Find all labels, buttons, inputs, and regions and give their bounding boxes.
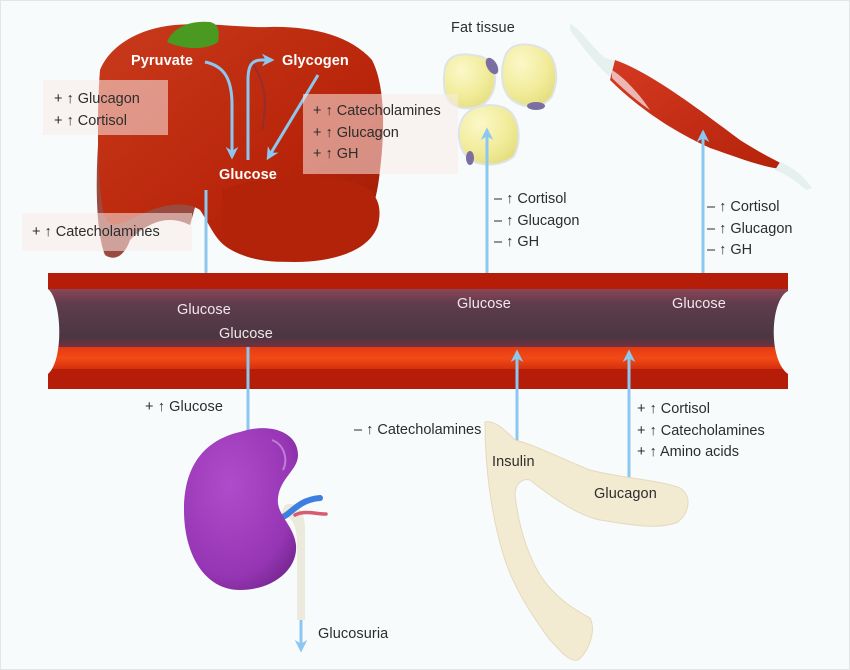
regulator-item: + ↑ Cortisol [637,401,710,417]
vessel-glucose-label-liver: Glucose [177,302,231,318]
glucose-to-glycogen-arrow [246,53,275,160]
blood-vessel-illustration [48,273,788,480]
muscle-illustration [570,24,812,296]
regulator-item: + ↑ Amino acids [637,444,739,460]
glycogen-to-glucose-arrow [266,74,320,161]
kidney-illustration [184,428,328,653]
vessel-glucose-label-fat: Glucose [457,296,511,312]
regulator-item: + ↑ Glucagon [313,124,399,141]
regulator-item: + ↑ Catecholamines [637,422,765,439]
vessel-bottom-wall [48,369,788,389]
glucagon-label: Glucagon [594,486,657,502]
regulator-item: – ↑ GH [494,234,540,250]
insulin-regulators: – ↑ Catecholamines [354,420,481,442]
ureter [280,504,306,620]
liver-right-regulator-box [303,94,458,174]
gallbladder [167,21,219,49]
regulator-item: + ↑ Catecholamines [313,103,441,119]
fat-cell [501,43,558,108]
liver-bottom-regulator-box [22,213,192,251]
pyruvate-to-glucose-arrow [204,60,239,160]
regulator-item: + ↑ Cortisol [54,112,127,129]
regulator-item: – ↑ Cortisol [494,191,567,207]
regulator-item: + ↑ Catecholamines [32,224,160,240]
kidney [184,428,298,590]
regulator-item: – ↑ Glucagon [494,212,580,229]
fat-tissue-illustration [443,43,558,296]
muscle-tendon-top [570,24,620,78]
muscle-tendon-bottom [775,162,812,190]
fat-cell-nucleus [485,57,499,75]
regulator-item: – ↑ Glucagon [707,220,793,237]
liver-glucose-label: Glucose [219,167,277,183]
liver-left-regulators: + ↑ Glucagon + ↑ Cortisol [54,89,140,132]
insulin-label: Insulin [492,454,535,470]
liver-right-regulators: + ↑ Catecholamines + ↑ Glucagon + ↑ GH [313,101,441,166]
fat-tissue-regulators: – ↑ Cortisol – ↑ Glucagon – ↑ GH [494,189,579,254]
regulator-item: + ↑ Glucagon [54,91,140,107]
liver-bottom-regulators: + ↑ Catecholamines [32,222,160,244]
muscle-regulators: – ↑ Cortisol – ↑ Glucagon – ↑ GH [707,197,792,262]
regulator-item: – ↑ Cortisol [707,199,780,215]
regulator-item: + ↑ GH [313,146,359,162]
liver-right-lobe [222,178,380,262]
muscle-belly [610,60,790,169]
kidney-highlight [271,439,287,471]
regulator-item: – ↑ GH [707,242,753,258]
glucosuria-label: Glucosuria [318,626,389,642]
vessel-top-wall [48,273,788,289]
vessel-left-opening [48,289,60,374]
kidney-input-label: + ↑ Glucose [145,399,224,415]
fat-tissue-title: Fat tissue [451,20,515,36]
vessel-glucose-label-muscle: Glucose [672,296,726,312]
liver-left-regulator-box [43,80,168,135]
liver-fissure [249,59,266,131]
vessel-lower-wall [48,347,788,369]
vessel-lumen [48,289,788,349]
pancreas [484,421,689,661]
regulator-item: – ↑ Catecholamines [354,422,482,438]
fat-cell-nucleus [527,102,545,110]
pancreas-illustration [484,421,689,661]
fat-cell-nucleus [466,151,474,165]
vessel-right-opening [773,291,788,374]
renal-artery [293,510,328,517]
muscle-highlight [612,70,650,110]
glycogen-label: Glycogen [282,53,349,69]
vessel-glucose-label-kidney: Glucose [219,326,273,342]
pyruvate-label: Pyruvate [131,53,194,69]
glucagon-regulators: + ↑ Cortisol + ↑ Catecholamines + ↑ Amin… [637,399,765,464]
